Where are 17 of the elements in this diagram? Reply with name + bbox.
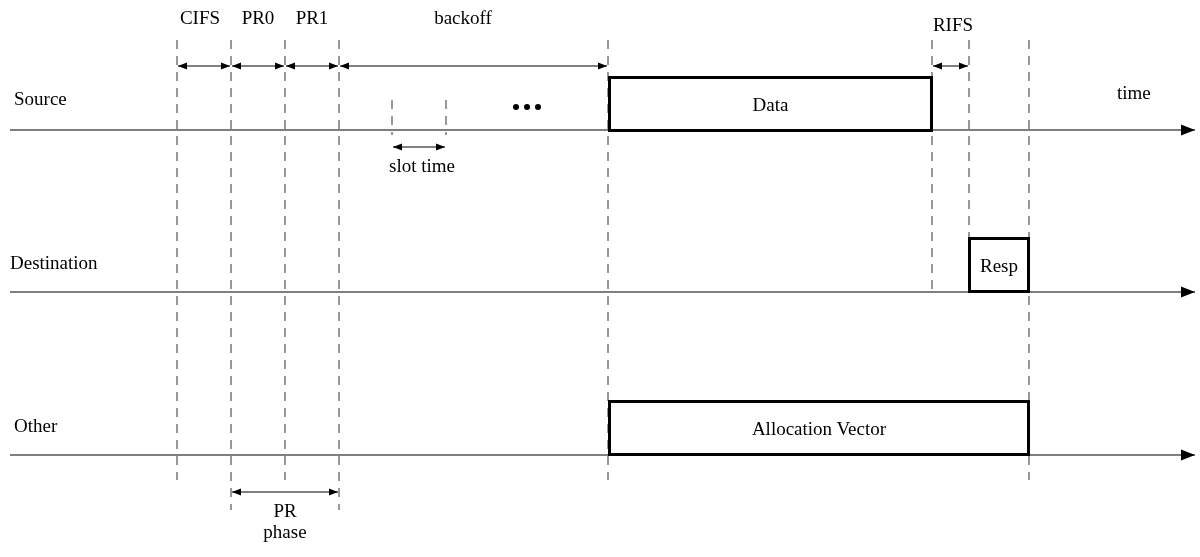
allocation-vector-box <box>608 400 1030 456</box>
interval-label: PR0 <box>240 7 276 28</box>
interval-label: slot time <box>388 155 456 176</box>
interval-label: RIFS <box>931 14 975 35</box>
frame-label: Data <box>752 93 789 115</box>
data-frame-box <box>608 76 933 132</box>
lane-label: Source <box>14 88 67 109</box>
interval-label: PR phase <box>262 500 308 542</box>
lane-label: Destination <box>10 252 98 273</box>
response-frame-box <box>968 237 1030 293</box>
frame-label: Resp <box>980 254 1018 276</box>
interval-label: backoff <box>433 7 493 28</box>
lane-label: Other <box>14 415 58 436</box>
axis-label: time <box>1117 82 1151 103</box>
interval-label: PR1 <box>294 7 330 28</box>
frame-label: Allocation Vector <box>751 417 887 439</box>
interval-label: CIFS <box>178 7 222 28</box>
